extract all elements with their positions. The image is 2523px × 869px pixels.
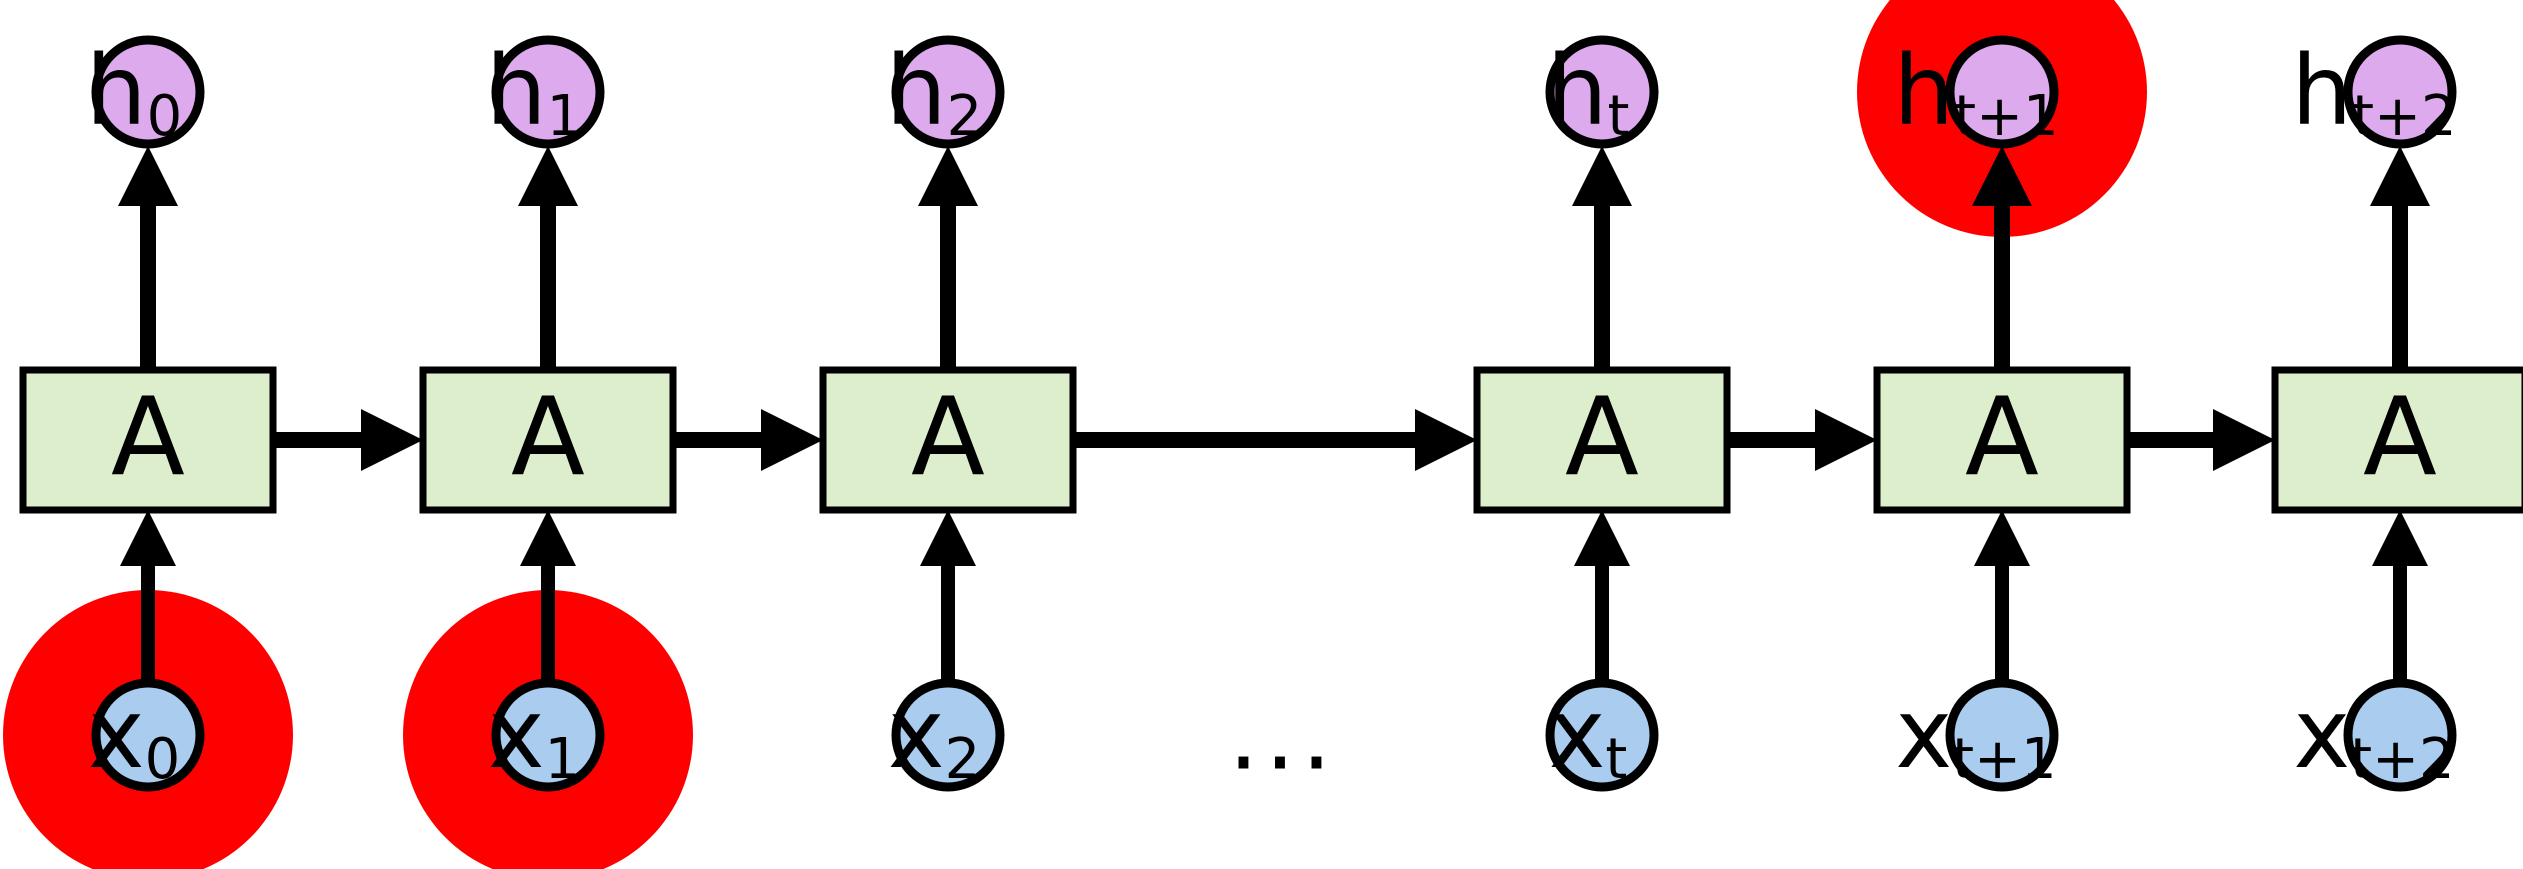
hidden-state-node-t0[interactable] bbox=[91, 35, 205, 149]
input-to-cell-arrow-t2 bbox=[920, 510, 976, 681]
hidden-state-node-t2[interactable] bbox=[891, 35, 1005, 149]
hidden-state-label-tt2: ht+2 bbox=[2291, 35, 2456, 149]
rnn-cell-label-t0: A bbox=[111, 375, 185, 500]
cell-to-hidden-arrow-t1 bbox=[518, 146, 578, 370]
input-node-t2[interactable] bbox=[891, 678, 1005, 792]
cell-to-hidden-arrow-tt1 bbox=[1972, 146, 2032, 370]
input-label-t1: x1 bbox=[488, 678, 580, 792]
edge-layer bbox=[118, 146, 2430, 681]
rnn-cell-box-tt[interactable] bbox=[1473, 366, 1731, 514]
input-label-t2: x2 bbox=[888, 678, 980, 792]
input-node-t0[interactable] bbox=[91, 678, 205, 792]
recurrent-arrow-t2 bbox=[1073, 409, 1477, 471]
cell-to-hidden-arrow-tt bbox=[1572, 146, 1632, 370]
input-label-t0: x0 bbox=[88, 678, 180, 792]
rnn-cell-label-tt1: A bbox=[1965, 375, 2039, 500]
rnn-cell-label-tt2: A bbox=[2363, 375, 2437, 500]
hidden-state-label-tt1: ht+1 bbox=[1893, 35, 2058, 149]
rnn-cell-box-t2[interactable] bbox=[819, 366, 1077, 514]
input-node-tt[interactable] bbox=[1545, 678, 1659, 792]
input-to-cell-arrow-tt bbox=[1574, 510, 1630, 681]
recurrent-arrow-tt bbox=[1727, 409, 1877, 471]
rnn-cell-box-t1[interactable] bbox=[419, 366, 677, 514]
input-to-cell-arrow-tt1 bbox=[1974, 510, 2030, 681]
hidden-state-label-tt: ht bbox=[1547, 35, 1630, 149]
rnn-cell-box-tt2[interactable] bbox=[2271, 366, 2523, 514]
input-label-tt: xt bbox=[1549, 678, 1628, 792]
recurrent-arrow-tt1 bbox=[2127, 409, 2275, 471]
input-to-cell-arrow-t0 bbox=[120, 510, 176, 681]
rnn-cell-label-t1: A bbox=[511, 375, 585, 500]
sequence-ellipsis: ... bbox=[1228, 679, 1338, 791]
input-node-t1[interactable] bbox=[491, 678, 605, 792]
hidden-state-node-tt1[interactable] bbox=[1945, 35, 2059, 149]
hidden-state-node-t1[interactable] bbox=[491, 35, 605, 149]
node-layer: h0 x0 h1 x1 h2 x2 ht xt ht+1 xt+1 ht+2 xt+2 bbox=[86, 35, 2457, 792]
cell-to-hidden-arrow-t0 bbox=[118, 146, 178, 370]
input-label-tt1: xt+1 bbox=[1895, 678, 2056, 792]
input-label-tt2: xt+2 bbox=[2293, 678, 2454, 792]
input-node-tt2[interactable] bbox=[2343, 678, 2457, 792]
rnn-cell-box-t0[interactable] bbox=[19, 366, 277, 514]
rnn-cell-label-t2: A bbox=[911, 375, 985, 500]
cell-to-hidden-arrow-tt2 bbox=[2370, 146, 2430, 370]
hidden-state-label-t0: h0 bbox=[86, 35, 182, 149]
cell-to-hidden-arrow-t2 bbox=[918, 146, 978, 370]
recurrent-arrow-t0 bbox=[273, 409, 423, 471]
input-to-cell-arrow-tt2 bbox=[2372, 510, 2428, 681]
input-to-cell-arrow-t1 bbox=[520, 510, 576, 681]
ellipsis-layer: ... bbox=[1228, 679, 1338, 791]
recurrent-arrow-t1 bbox=[673, 409, 823, 471]
rnn-cell-label-tt: A bbox=[1565, 375, 1639, 500]
input-node-tt1[interactable] bbox=[1945, 678, 2059, 792]
hidden-state-label-t2: h2 bbox=[886, 35, 982, 149]
hidden-state-node-tt[interactable] bbox=[1545, 35, 1659, 149]
hidden-state-label-t1: h1 bbox=[486, 35, 582, 149]
rnn-cell-box-tt1[interactable] bbox=[1873, 366, 2131, 514]
hidden-state-node-tt2[interactable] bbox=[2343, 35, 2457, 149]
